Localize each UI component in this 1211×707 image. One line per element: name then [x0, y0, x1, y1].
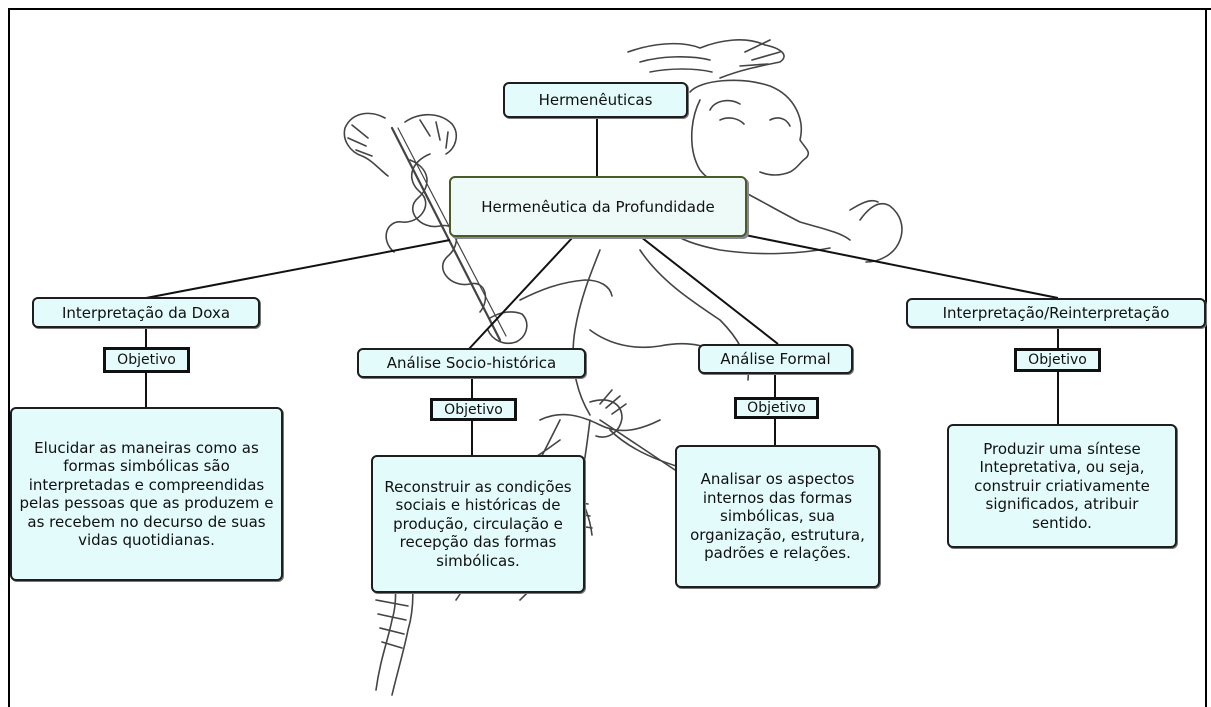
connector-center-socio: [467, 236, 574, 351]
objective-tag-reinterp: Objetivo: [1014, 348, 1101, 372]
frame-top-border: [8, 8, 1211, 10]
branch-title-socio: Análise Socio-histórica: [357, 348, 586, 378]
objective-box-socio: Reconstruir as condições sociais e histó…: [371, 455, 585, 593]
objective-text: Reconstruir as condições sociais e histó…: [384, 477, 572, 570]
branch-title-label: Análise Socio-histórica: [386, 354, 557, 372]
frame-left-border: [8, 8, 10, 707]
objective-box-reinterp: Produzir uma síntese Intepretativa, ou s…: [947, 424, 1177, 548]
objective-box-doxa: Elucidar as maneiras como as formas simb…: [10, 407, 283, 581]
branch-title-reinterp: Interpretação/Reinterpretação: [906, 298, 1206, 328]
objective-tag-label: Objetivo: [444, 401, 503, 418]
branch-title-doxa: Interpretação da Doxa: [32, 297, 260, 328]
hermes-illustration: [343, 39, 903, 696]
frame-right-border: [1205, 8, 1207, 707]
objective-tag-label: Objetivo: [747, 400, 806, 416]
center-node: Hermenêutica da Profundidade: [449, 176, 747, 237]
objective-text: Elucidar as maneiras como as formas simb…: [19, 438, 274, 550]
branch-title-label: Análise Formal: [720, 350, 831, 368]
objective-text: Analisar os aspectos internos das formas…: [690, 470, 865, 563]
objective-tag-formal: Objetivo: [734, 397, 819, 419]
branch-title-label: Interpretação/Reinterpretação: [942, 304, 1170, 322]
objective-tag-label: Objetivo: [117, 352, 176, 368]
branch-title-formal: Análise Formal: [698, 344, 853, 374]
connector-center-doxa: [145, 239, 451, 299]
objective-text: Produzir uma síntese Intepretativa, ou s…: [974, 439, 1150, 532]
connector-lines: [145, 118, 1059, 456]
root-label: Hermenêuticas: [538, 91, 653, 109]
connector-center-formal: [640, 236, 779, 345]
center-label: Hermenêutica da Profundidade: [481, 197, 715, 216]
root-node: Hermenêuticas: [503, 82, 688, 118]
objective-tag-socio: Objetivo: [430, 398, 517, 421]
branch-title-label: Interpretação da Doxa: [61, 303, 231, 322]
objective-tag-doxa: Objetivo: [103, 347, 190, 373]
connector-center-reinterp: [744, 234, 1059, 299]
objective-box-formal: Analisar os aspectos internos das formas…: [675, 445, 880, 588]
objective-tag-label: Objetivo: [1028, 352, 1087, 368]
